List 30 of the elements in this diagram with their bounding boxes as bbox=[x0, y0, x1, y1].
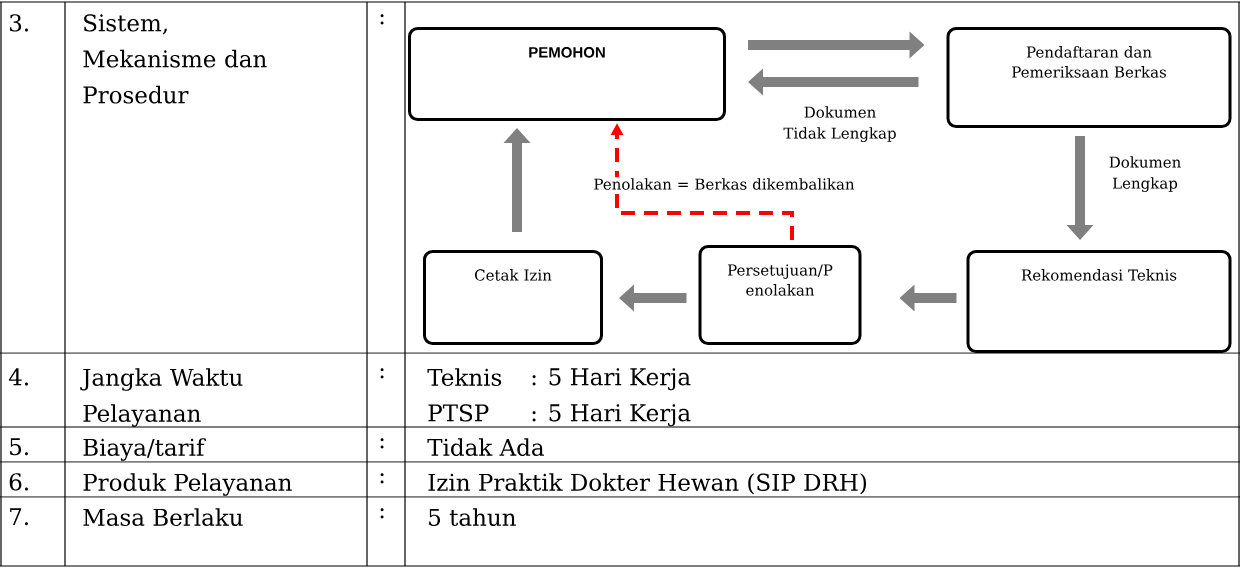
edge-label: Penolakan = Berkas dikembalikan bbox=[594, 178, 855, 190]
process-box: Rekomendasi Teknis bbox=[966, 250, 1232, 353]
process-box: Pendaftaran dan Pemeriksaan Berkas bbox=[946, 27, 1232, 128]
process-box: Persetujuan/P enolakan bbox=[698, 245, 862, 345]
field-value: Tidak Ada bbox=[427, 438, 544, 456]
field-label: Sistem, Mekanisme dan Prosedur bbox=[83, 14, 267, 104]
field-label: Produk Pelayanan bbox=[83, 473, 292, 496]
field-value: 5 tahun bbox=[429, 508, 516, 526]
row-number: 4. bbox=[8, 368, 28, 386]
field-label: Jangka Waktu Pelayanan bbox=[80, 368, 243, 427]
field-value: : 5 Hari Kerja bbox=[532, 368, 691, 391]
field-value: Teknis bbox=[427, 368, 502, 386]
colon: : bbox=[380, 473, 384, 484]
edge-label: Dokumen Tidak Lengkap bbox=[783, 106, 896, 142]
field-label: Biaya/tarif bbox=[83, 438, 206, 461]
field-value: : 5 Hari Kerja bbox=[532, 404, 691, 427]
edge-label: Dokumen Lengkap bbox=[1109, 156, 1181, 192]
colon: : bbox=[380, 508, 384, 519]
colon: : bbox=[380, 438, 384, 449]
process-box: PEMOHON bbox=[408, 27, 726, 121]
row-number: 6. bbox=[9, 473, 28, 491]
row-number: 3. bbox=[9, 14, 28, 32]
row-number: 5. bbox=[10, 438, 28, 456]
field-value: PTSP bbox=[428, 404, 489, 422]
field-value: Izin Praktik Dokter Hewan (SIP DRH) bbox=[428, 473, 866, 495]
process-box: Cetak Izin bbox=[423, 250, 603, 345]
colon: : bbox=[380, 14, 384, 25]
field-label: Masa Berlaku bbox=[83, 508, 243, 526]
row-number: 7. bbox=[10, 508, 28, 526]
colon: : bbox=[380, 368, 384, 379]
